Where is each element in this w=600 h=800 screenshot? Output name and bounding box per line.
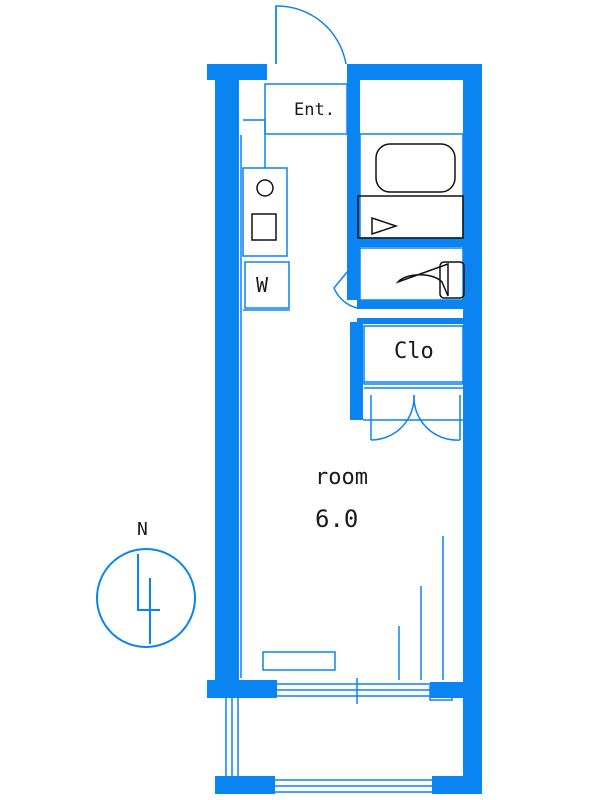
bath-fixtures: [251, 143, 465, 299]
outer-walls: [207, 64, 482, 794]
closet-top-wall: [357, 318, 463, 324]
toilet-room: [359, 247, 464, 301]
bathtub-icon: [375, 143, 456, 193]
entrance-area: [264, 83, 348, 135]
bath-wall-east: [463, 70, 482, 300]
closet-label: Clo: [394, 339, 434, 364]
bathroom: [359, 133, 464, 239]
north-label: N: [137, 519, 148, 540]
door-swings: [275, 5, 461, 441]
wall-corner-northeast: [347, 64, 482, 80]
balcony-east-wall: [463, 690, 482, 794]
toilet-door-icon: [333, 259, 358, 309]
toilet-closet-divider: [357, 300, 463, 309]
entrance-door-icon: [275, 5, 347, 65]
toilet-icon: [395, 262, 449, 297]
closet-door-left-icon: [370, 394, 415, 441]
compass-north-arrow-icon: [96, 548, 196, 648]
closet-door-right-icon: [413, 394, 461, 441]
west-wall: [215, 68, 239, 688]
balcony-wall-southwest: [215, 776, 275, 794]
stove-icon: [256, 179, 274, 197]
entrance-label: Ent.: [294, 100, 335, 120]
sink-icon: [357, 195, 464, 239]
kitchen-sink-icon: [251, 213, 277, 241]
bath-toilet-divider: [357, 238, 463, 247]
wall-corner-northwest: [207, 64, 267, 80]
washer-label: W: [256, 273, 269, 297]
wall-corner-southwest: [207, 680, 277, 698]
partition-wall-bath: [347, 70, 360, 300]
room-size-label: 6.0: [315, 505, 359, 533]
partition-wall-closet: [350, 322, 363, 420]
washer-space: [244, 261, 290, 309]
closet: [363, 325, 464, 385]
compass: [96, 548, 196, 648]
bed-headboard: [262, 651, 336, 671]
thin-lines: [225, 83, 464, 793]
kitchen-counter: [242, 167, 288, 257]
room-label: room: [315, 465, 368, 490]
